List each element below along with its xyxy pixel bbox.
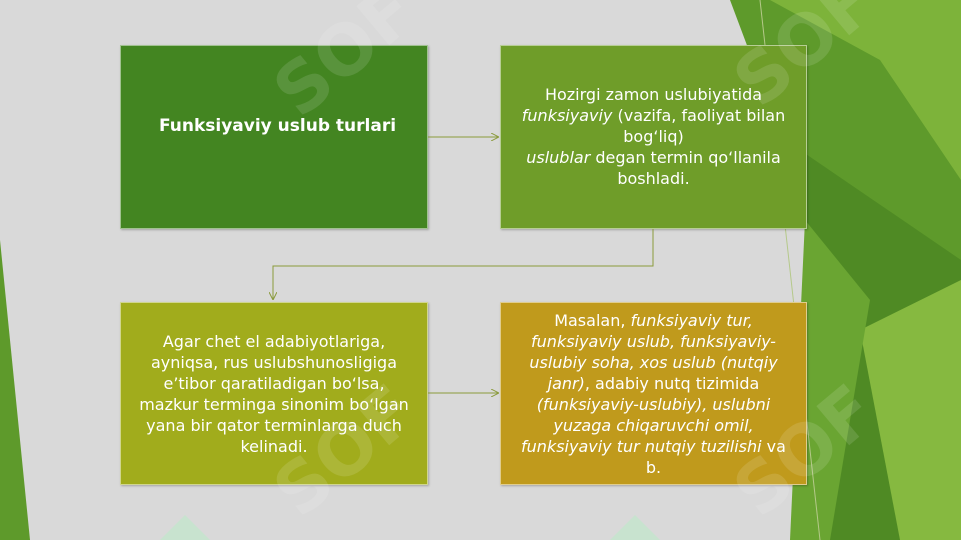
box4-text: Masalan, funksiyaviy tur, funksiyaviy us… — [511, 310, 796, 478]
bg-facet-left — [0, 240, 30, 540]
connector-2-3 — [273, 229, 654, 299]
box2-part-4: uslublar — [526, 148, 591, 167]
box1-text: Funksiyaviy uslub turlari — [159, 116, 397, 136]
bg-mark-2 — [610, 515, 660, 540]
box4-part-5: va b. — [645, 436, 786, 477]
box-chet-el: Agar chet el adabiyotlariga, ayniqsa, ru… — [120, 302, 428, 485]
box4-part-4: (funksiyaviy-uslubiy), uslubni yuzaga ch… — [521, 394, 771, 456]
box2-part-1: Hozirgi zamon uslubiyatida — [544, 85, 763, 104]
box-funksiyaviy-uslub: Funksiyaviy uslub turlari — [120, 45, 428, 229]
box2-text: Hozirgi zamon uslubiyatida funksiyaviy (… — [515, 84, 792, 189]
box2-part-3: (vazifa, faoliyat bilan bog‘liq) — [612, 106, 786, 146]
bg-mark-1 — [160, 515, 210, 540]
box2-part-5: degan termin qo‘llanila boshladi. — [590, 148, 781, 188]
box3-text: Agar chet el adabiyotlariga, ayniqsa, ru… — [139, 331, 409, 456]
box2-part-2: funksiyaviy — [521, 106, 613, 125]
box-hozirgi-zamon: Hozirgi zamon uslubiyatida funksiyaviy (… — [500, 45, 807, 229]
bg-facet-2 — [770, 0, 961, 180]
box4-part-2: funksiyaviy tur, funksiyaviy uslub, funk… — [529, 310, 778, 393]
bg-facet-5 — [790, 220, 870, 540]
box-masalan: Masalan, funksiyaviy tur, funksiyaviy us… — [500, 302, 807, 485]
bg-facet-4 — [860, 280, 961, 540]
box4-part-3: , adabiy nutq tizimida — [584, 373, 760, 393]
box4-part-1: Masalan, — [554, 310, 631, 330]
